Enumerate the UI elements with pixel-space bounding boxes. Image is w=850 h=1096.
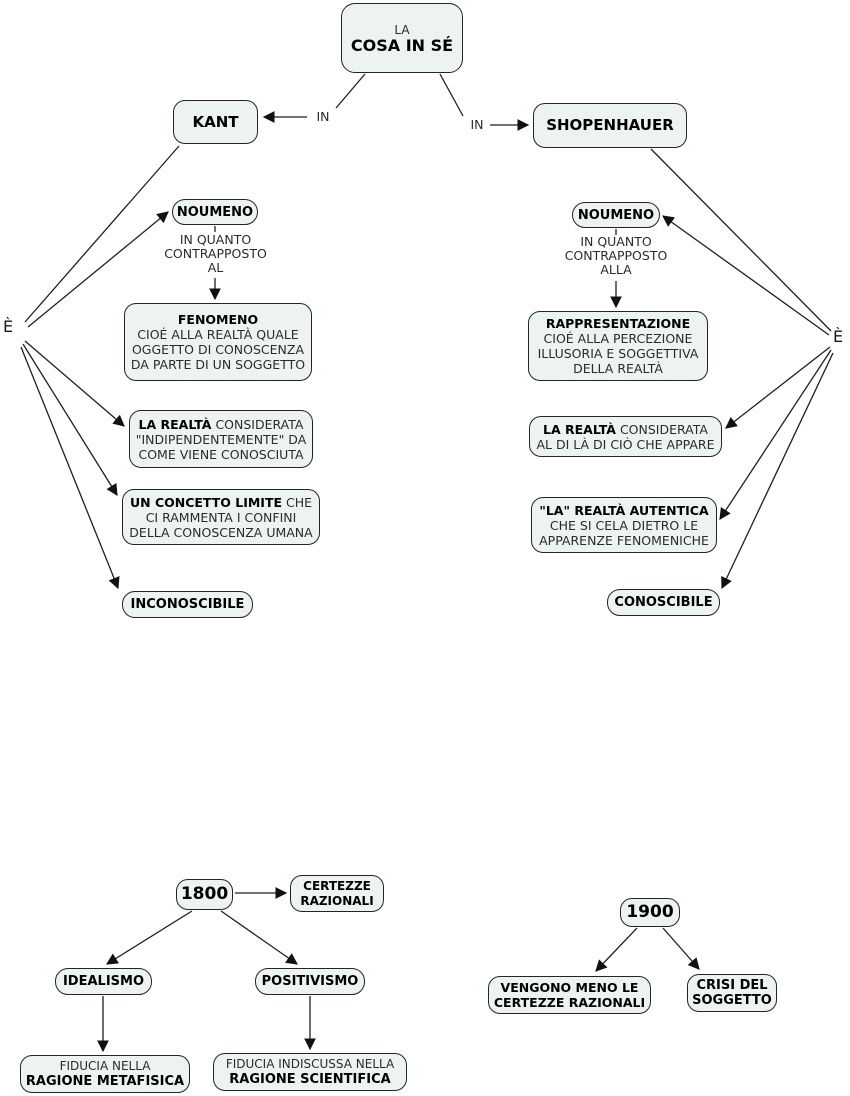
link-left-line1: IN QUANTO (179, 232, 252, 247)
node-realta-indipendente-rest: CONSIDERATA (211, 416, 304, 432)
node-rappresentazione[interactable]: RAPPRESENTAZIONE CIOÉ ALLA PERCEZIONE IL… (528, 311, 708, 381)
link-label-in-right[interactable]: IN (470, 117, 484, 132)
node-cosa-in-se-pre: LA (394, 23, 410, 37)
node-realta-indipendente[interactable]: LA REALTÀ CONSIDERATA "INDIPENDENTEMENTE… (129, 410, 313, 468)
node-1800-label: 1800 (180, 884, 229, 904)
link-left-line2: CONTRAPPOSTO (164, 246, 267, 261)
node-noumeno-right[interactable]: NOUMENO (572, 202, 660, 228)
node-realta-autentica[interactable]: "LA" REALTÀ AUTENTICA CHE SI CELA DIETRO… (531, 497, 717, 553)
node-kant-label: KANT (192, 112, 239, 131)
node-crisi-line2: SOGGETTO (692, 993, 772, 1008)
node-concetto-limite-rest: CHE (282, 494, 313, 510)
node-fenomeno[interactable]: FENOMENO CIOÉ ALLA REALTÀ QUALE OGGETTO … (124, 303, 312, 381)
link-right-line1: IN QUANTO (580, 234, 652, 249)
link-right-line2: CONTRAPPOSTO (564, 248, 668, 263)
node-crisi-line1: CRISI DEL (696, 978, 768, 993)
link-label-in-left[interactable]: IN (316, 109, 330, 124)
node-realta-autentica-line2: APPARENZE FENOMENICHE (539, 532, 709, 548)
node-noumeno-left-label: NOUMENO (176, 204, 254, 220)
node-positivismo-label: POSITIVISMO (261, 974, 359, 989)
node-realta-indipendente-bold: LA REALTÀ (138, 416, 212, 432)
node-fiducia-scientifica-line1: FIDUCIA INDISCUSSA NELLA (225, 1057, 395, 1071)
node-fiducia-scientifica[interactable]: FIDUCIA INDISCUSSA NELLA RAGIONE SCIENTI… (213, 1053, 407, 1091)
node-realta-aldila-rest: CONSIDERATA (615, 421, 708, 437)
link-label-e-left[interactable]: È (3, 317, 14, 336)
node-concetto-limite-bold: UN CONCETTO LIMITE (129, 494, 283, 510)
node-certezze-line2: RAZIONALI (300, 893, 374, 908)
node-realta-aldila-bold: LA REALTÀ (543, 421, 616, 437)
node-vengono-meno-line1: VENGONO MENO LE (500, 980, 639, 995)
node-fenomeno-line3: DA PARTE DI UN SOGGETTO (130, 357, 306, 372)
node-rappresentazione-line3: DELLA REALTÀ (573, 361, 663, 376)
node-kant[interactable]: KANT (173, 100, 258, 144)
node-cosa-in-se-title: COSA IN SÉ (350, 36, 454, 55)
node-inconoscibile-label: INCONOSCIBILE (130, 597, 245, 612)
node-rappresentazione-title: RAPPRESENTAZIONE (545, 316, 691, 331)
node-realta-aldila-line2: AL DI LÀ DI CIÒ CHE APPARE (536, 436, 715, 452)
node-1900-label: 1900 (626, 902, 674, 922)
node-fiducia-metafisica[interactable]: FIDUCIA NELLA RAGIONE METAFISICA (20, 1055, 190, 1093)
node-idealismo-label: IDEALISMO (62, 974, 145, 989)
node-fenomeno-line1: CIOÉ ALLA REALTÀ QUALE (137, 327, 299, 342)
node-realta-autentica-title: "LA" REALTÀ AUTENTICA (539, 502, 709, 518)
link-right-line3: ALLA (600, 262, 632, 277)
node-crisi-soggetto[interactable]: CRISI DEL SOGGETTO (687, 974, 777, 1012)
node-conoscibile-label: CONOSCIBILE (614, 595, 713, 610)
node-certezze-razionali[interactable]: CERTEZZE RAZIONALI (290, 875, 384, 912)
node-1900[interactable]: 1900 (620, 898, 680, 927)
node-vengono-meno[interactable]: VENGONO MENO LE CERTEZZE RAZIONALI (488, 976, 651, 1014)
link-label-contrapposto-al[interactable]: IN QUANTO CONTRAPPOSTO AL (158, 233, 273, 275)
link-left-line3: AL (207, 260, 224, 275)
node-fiducia-metafisica-line1: FIDUCIA NELLA (59, 1059, 151, 1073)
node-concetto-limite[interactable]: UN CONCETTO LIMITE CHE CI RAMMENTA I CON… (122, 489, 320, 545)
node-1800[interactable]: 1800 (176, 879, 233, 910)
node-rappresentazione-line1: CIOÉ ALLA PERCEZIONE (543, 331, 693, 346)
node-positivismo[interactable]: POSITIVISMO (255, 968, 365, 995)
node-conoscibile[interactable]: CONOSCIBILE (607, 589, 720, 616)
node-rappresentazione-line2: ILLUSORIA E SOGGETTIVA (537, 346, 699, 361)
node-shopenhauer[interactable]: SHOPENHAUER (533, 103, 687, 148)
node-concetto-limite-line3: DELLA CONOSCENZA UMANA (129, 524, 313, 540)
node-fiducia-metafisica-line2: RAGIONE METAFISICA (25, 1074, 185, 1089)
node-realta-aldila[interactable]: LA REALTÀ CONSIDERATA AL DI LÀ DI CIÒ CH… (529, 416, 722, 457)
node-noumeno-right-label: NOUMENO (577, 207, 655, 223)
link-label-e-right[interactable]: È (833, 327, 844, 346)
node-realta-indipendente-line2: "INDIPENDENTEMENTE" DA (135, 431, 307, 447)
node-realta-autentica-line1: CHE SI CELA DIETRO LE (549, 517, 699, 533)
node-noumeno-left[interactable]: NOUMENO (172, 199, 258, 225)
node-realta-indipendente-line3: COME VIENE CONOSCIUTA (138, 446, 304, 462)
node-idealismo[interactable]: IDEALISMO (55, 968, 152, 995)
node-fenomeno-title: FENOMENO (177, 312, 259, 327)
node-fenomeno-line2: OGGETTO DI CONOSCENZA (131, 342, 305, 357)
link-label-contrapposto-alla[interactable]: IN QUANTO CONTRAPPOSTO ALLA (558, 235, 674, 277)
node-certezze-line1: CERTEZZE (303, 878, 371, 893)
node-concetto-limite-line2: CI RAMMENTA I CONFINI (145, 509, 297, 525)
node-inconoscibile[interactable]: INCONOSCIBILE (122, 591, 253, 618)
node-shopenhauer-label: SHOPENHAUER (546, 116, 674, 134)
node-cosa-in-se[interactable]: LA COSA IN SÉ (341, 3, 463, 73)
node-fiducia-scientifica-line2: RAGIONE SCIENTIFICA (229, 1072, 391, 1087)
node-vengono-meno-line2: CERTEZZE RAZIONALI (493, 995, 646, 1010)
